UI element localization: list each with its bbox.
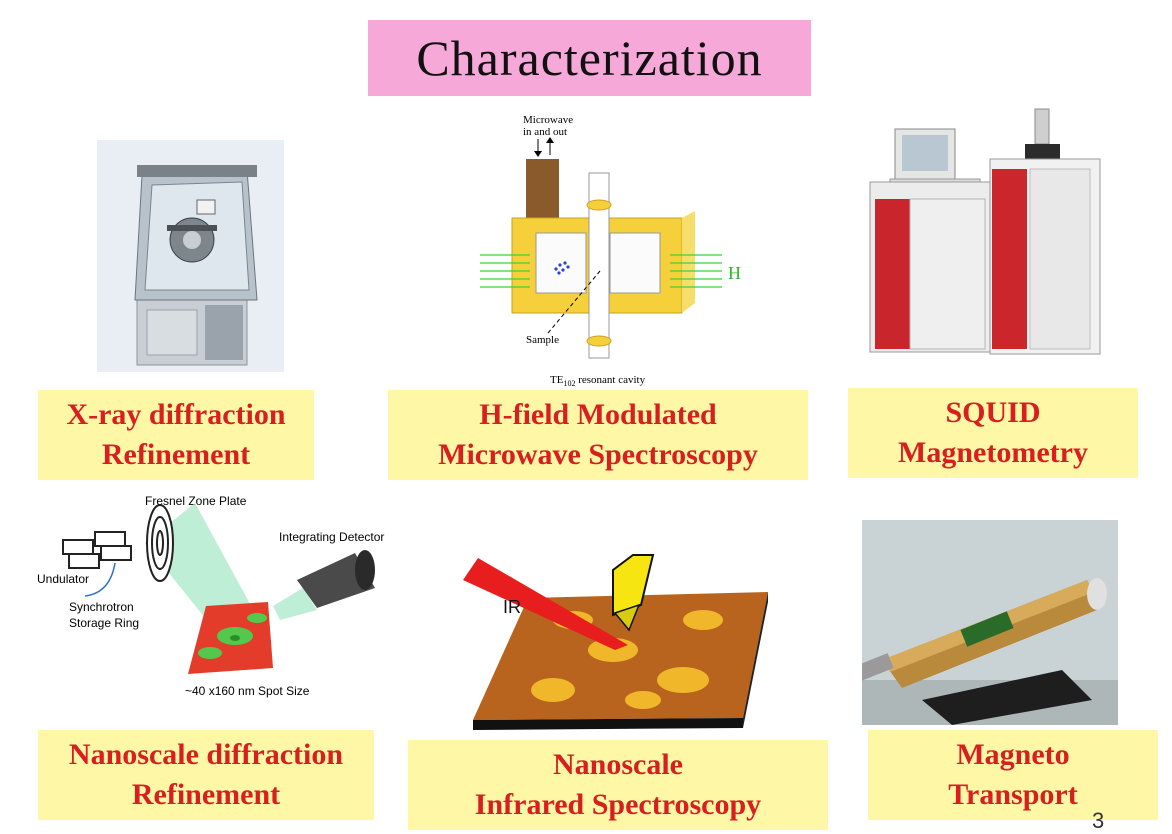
microwave-label-2: in and out [523, 126, 567, 138]
microwave-technique-label: H-field Modulated Microwave Spectroscopy [388, 390, 808, 480]
nanodiffraction-label-line1: Nanoscale diffraction [68, 738, 344, 771]
squid-instrument-image [860, 104, 1122, 359]
page-title: Characterization [416, 30, 763, 86]
title-box: Characterization [368, 20, 811, 96]
squid-label-line2: Magnetometry [898, 436, 1088, 469]
magneto-transport-image [862, 520, 1118, 725]
magneto-label-line2: Transport [948, 778, 1078, 811]
nano-ir-label-line2: Infrared Spectroscopy [474, 788, 762, 821]
xrd-technique-label: X-ray diffraction Refinement [38, 390, 314, 480]
nano-ir-label-line1: Nanoscale [553, 748, 683, 781]
xrd-label-line2: Refinement [101, 438, 251, 471]
nanodiffraction-technique-label: Nanoscale diffraction Refinement [38, 730, 374, 820]
sample-label: Sample [526, 334, 559, 346]
ir-label: IR [503, 597, 521, 617]
synchrotron-label: Synchrotron [69, 600, 134, 614]
nano-ir-image: IR [463, 554, 768, 730]
nanodiffraction-schematic: Fresnel Zone Plate Integrating Detector … [37, 494, 384, 698]
magneto-transport-technique-label: Magneto Transport [868, 730, 1158, 820]
microwave-cavity-diagram: Microwave in and out H Sample TE102 reso… [480, 114, 741, 388]
storage-ring-label: Storage Ring [69, 616, 139, 630]
xrd-label-line1: X-ray diffraction [66, 398, 286, 431]
detector-label: Integrating Detector [279, 530, 384, 544]
fresnel-label: Fresnel Zone Plate [145, 494, 247, 508]
h-field-label: H [728, 263, 741, 283]
microwave-label-line2: Microwave Spectroscopy [438, 438, 758, 471]
nanodiffraction-label-line2: Refinement [131, 778, 281, 811]
xrd-instrument-image [97, 140, 284, 372]
microwave-label-1: Microwave [523, 114, 573, 126]
squid-technique-label: SQUID Magnetometry [848, 388, 1138, 478]
undulator-label: Undulator [37, 572, 89, 586]
spot-size-label: ~40 x160 nm Spot Size [185, 684, 310, 698]
cavity-label: TE102 resonant cavity [550, 374, 646, 388]
magneto-label-line1: Magneto [956, 738, 1070, 771]
nano-ir-technique-label: Nanoscale Infrared Spectroscopy [408, 740, 828, 830]
squid-label-line1: SQUID [945, 396, 1041, 429]
microwave-label-line1: H-field Modulated [479, 398, 717, 431]
page-number: 3 [1092, 808, 1105, 833]
